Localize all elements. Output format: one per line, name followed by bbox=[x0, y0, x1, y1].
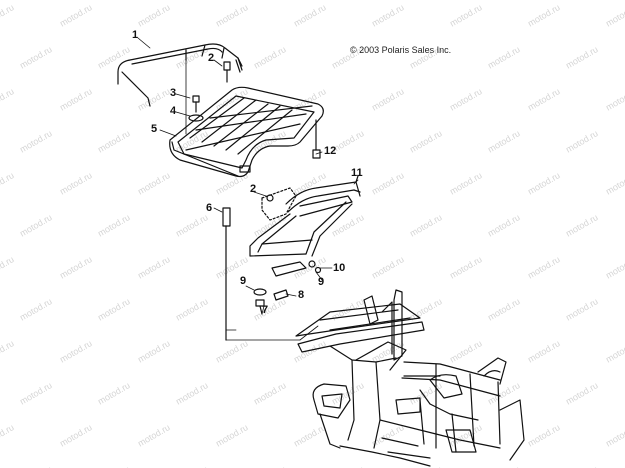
nut-12 bbox=[312, 119, 321, 159]
callout-2-lower: 2 bbox=[250, 183, 257, 195]
assembly-lines bbox=[137, 37, 359, 341]
rack-support-11 bbox=[249, 175, 361, 257]
atv-frame bbox=[295, 289, 525, 467]
rear-handle-bar bbox=[117, 43, 243, 107]
callout-5: 5 bbox=[151, 123, 158, 135]
bolt-2-lower bbox=[266, 194, 274, 202]
callout-6: 6 bbox=[206, 202, 213, 214]
bolt-3-washer-4 bbox=[188, 95, 204, 122]
callout-2: 2 bbox=[208, 52, 215, 64]
copyright-text: © 2003 Polaris Sales Inc. bbox=[350, 45, 452, 55]
callout-12: 12 bbox=[324, 145, 337, 157]
callout-3: 3 bbox=[170, 87, 177, 99]
callout-4: 4 bbox=[170, 105, 177, 117]
callout-8: 8 bbox=[298, 289, 305, 301]
bolt-2 bbox=[223, 61, 231, 83]
spacer-6 bbox=[222, 207, 231, 341]
bracket-2 bbox=[261, 187, 297, 221]
rack-5 bbox=[169, 86, 324, 178]
callout-9-right: 9 bbox=[318, 276, 325, 288]
callout-11: 11 bbox=[351, 167, 363, 179]
callout-7: 7 bbox=[262, 304, 269, 316]
hardware-8-9-10 bbox=[253, 260, 322, 315]
callout-10: 10 bbox=[333, 262, 346, 274]
callout-1: 1 bbox=[132, 29, 139, 41]
callout-9: 9 bbox=[240, 275, 247, 287]
